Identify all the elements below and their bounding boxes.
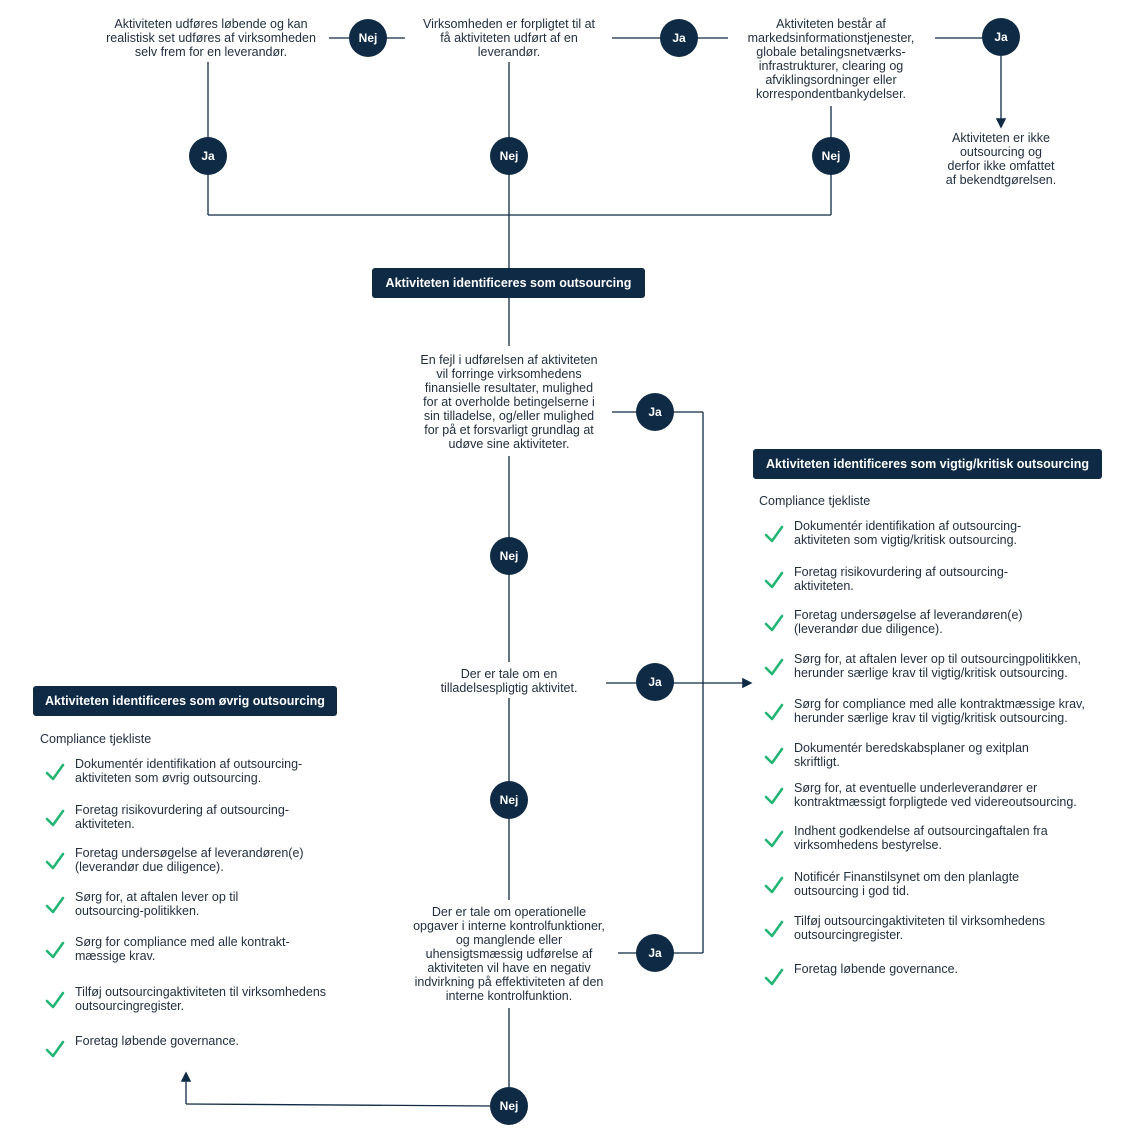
checkmark-icon bbox=[45, 940, 65, 960]
checkmark-icon bbox=[764, 919, 784, 939]
checklist-item-text: Notificér Finanstilsynet om den planlagt… bbox=[794, 870, 1020, 898]
checkmark-icon bbox=[764, 746, 784, 766]
checklist-item: Indhent godkendelse af outsourcingaftale… bbox=[764, 824, 1048, 852]
checkmark-icon bbox=[764, 524, 784, 544]
checkmark-icon bbox=[45, 895, 65, 915]
checklist-item-text: Sørg for compliance med alle kontraktmæs… bbox=[794, 697, 1085, 725]
checklist-item: Notificér Finanstilsynet om den planlagt… bbox=[764, 870, 1019, 898]
decision-q1: Aktiviteten udføres løbende og kan reali… bbox=[93, 17, 329, 59]
answer-nej-circle: Nej bbox=[490, 781, 528, 819]
checklist-item-text: Indhent godkendelse af outsourcingaftale… bbox=[794, 824, 1048, 852]
other-checklist-title: Compliance tjekliste bbox=[40, 732, 152, 746]
answer-nej-circle: Nej bbox=[490, 1087, 528, 1125]
answer-ja-circle: Ja bbox=[636, 934, 674, 972]
answer-nej-circle: Nej bbox=[812, 137, 850, 175]
checklist-item-text: Tilføj outsourcingaktiviteten til virkso… bbox=[75, 985, 327, 1013]
checklist-item-text: Sørg for, at aftalen lever op til outsou… bbox=[794, 652, 1081, 680]
checkmark-icon bbox=[764, 657, 784, 677]
answer-nej-circle: Nej bbox=[490, 537, 528, 575]
checkmark-icon bbox=[764, 702, 784, 722]
checkmark-icon bbox=[45, 762, 65, 782]
checklist-item: Tilføj outsourcingaktiviteten til virkso… bbox=[45, 985, 326, 1013]
checklist-item: Foretag løbende governance. bbox=[764, 962, 958, 987]
result-not-outsourcing: Aktiviteten er ikke outsourcing og derfo… bbox=[936, 131, 1066, 187]
checkmark-icon bbox=[764, 875, 784, 895]
checkmark-icon bbox=[764, 613, 784, 633]
answer-nej-circle: Nej bbox=[349, 19, 387, 57]
answer-ja-circle: Ja bbox=[189, 137, 227, 175]
checklist-item: Dokumentér identifikation af outsourcing… bbox=[764, 519, 1021, 547]
checklist-item: Sørg for compliance med alle kontraktmæs… bbox=[764, 697, 1085, 725]
checkmark-icon bbox=[45, 851, 65, 871]
decision-q3: Aktiviteten består af markedsinformation… bbox=[730, 17, 932, 101]
answer-ja-circle: Ja bbox=[660, 19, 698, 57]
answer-nej-circle: Nej bbox=[490, 137, 528, 175]
checkmark-icon bbox=[45, 808, 65, 828]
checklist-item: Sørg for compliance med alle kontrakt- m… bbox=[45, 935, 290, 963]
checklist-item-text: Dokumentér identifikation af outsourcing… bbox=[75, 757, 303, 785]
checklist-item-text: Foretag undersøgelse af leverandøren(e) … bbox=[75, 846, 304, 874]
checkmark-icon bbox=[764, 786, 784, 806]
checklist-item-text: Tilføj outsourcingaktiviteten til virkso… bbox=[794, 914, 1046, 942]
checklist-item-text: Dokumentér identifikation af outsourcing… bbox=[794, 519, 1022, 547]
checklist-item: Foretag undersøgelse af leverandøren(e) … bbox=[45, 846, 304, 874]
checkmark-icon bbox=[45, 990, 65, 1010]
decision-q2: Virksomheden er forpligtet til at få akt… bbox=[407, 17, 611, 59]
checkmark-icon bbox=[764, 570, 784, 590]
checklist-item-text: Sørg for, at aftalen lever op til outsou… bbox=[75, 890, 239, 918]
checklist-item-text: Foretag løbende governance. bbox=[794, 962, 958, 976]
checkmark-icon bbox=[45, 1039, 65, 1059]
checklist-item: Foretag undersøgelse af leverandøren(e) … bbox=[764, 608, 1023, 636]
critical-checklist-title: Compliance tjekliste bbox=[759, 494, 871, 508]
checklist-item-text: Foretag risikovurdering af outsourcing- … bbox=[794, 565, 1008, 593]
decision-q5: Der er tale om en tilladelsespligtig akt… bbox=[432, 667, 586, 695]
checklist-item-text: Sørg for compliance med alle kontrakt- m… bbox=[75, 935, 290, 963]
answer-ja-circle: Ja bbox=[982, 18, 1020, 56]
checklist-item: Dokumentér identifikation af outsourcing… bbox=[45, 757, 302, 785]
checklist-item-text: Dokumentér beredskabsplaner og exitplan … bbox=[794, 741, 1029, 769]
checklist-item: Foretag løbende governance. bbox=[45, 1034, 239, 1059]
checklist-item: Sørg for, at eventuelle underleverandøre… bbox=[764, 781, 1077, 809]
checkmark-icon bbox=[764, 967, 784, 987]
answer-ja-circle: Ja bbox=[636, 393, 674, 431]
decision-q4: En fejl i udførelsen af aktiviteten vil … bbox=[406, 353, 612, 451]
checklist-item-text: Foretag undersøgelse af leverandøren(e) … bbox=[794, 608, 1023, 636]
checkmark-icon bbox=[764, 829, 784, 849]
checklist-item: Foretag risikovurdering af outsourcing- … bbox=[45, 803, 289, 831]
answer-ja-circle: Ja bbox=[636, 663, 674, 701]
checklist-item: Sørg for, at aftalen lever op til outsou… bbox=[764, 652, 1081, 680]
outsourcing-result-box: Aktiviteten identificeres som outsourcin… bbox=[372, 268, 645, 298]
checklist-item-text: Foretag risikovurdering af outsourcing- … bbox=[75, 803, 289, 831]
decision-q6: Der er tale om operationelle opgaver i i… bbox=[400, 905, 618, 1003]
critical-outsourcing-header: Aktiviteten identificeres som vigtig/kri… bbox=[753, 449, 1102, 479]
other-outsourcing-header: Aktiviteten identificeres som øvrig outs… bbox=[33, 686, 337, 716]
checklist-item: Sørg for, at aftalen lever op til outsou… bbox=[45, 890, 238, 918]
checklist-item: Tilføj outsourcingaktiviteten til virkso… bbox=[764, 914, 1045, 942]
checklist-item: Foretag risikovurdering af outsourcing- … bbox=[764, 565, 1008, 593]
checklist-item-text: Sørg for, at eventuelle underleverandøre… bbox=[794, 781, 1077, 809]
checklist-item: Dokumentér beredskabsplaner og exitplan … bbox=[764, 741, 1029, 769]
checklist-item-text: Foretag løbende governance. bbox=[75, 1034, 239, 1048]
